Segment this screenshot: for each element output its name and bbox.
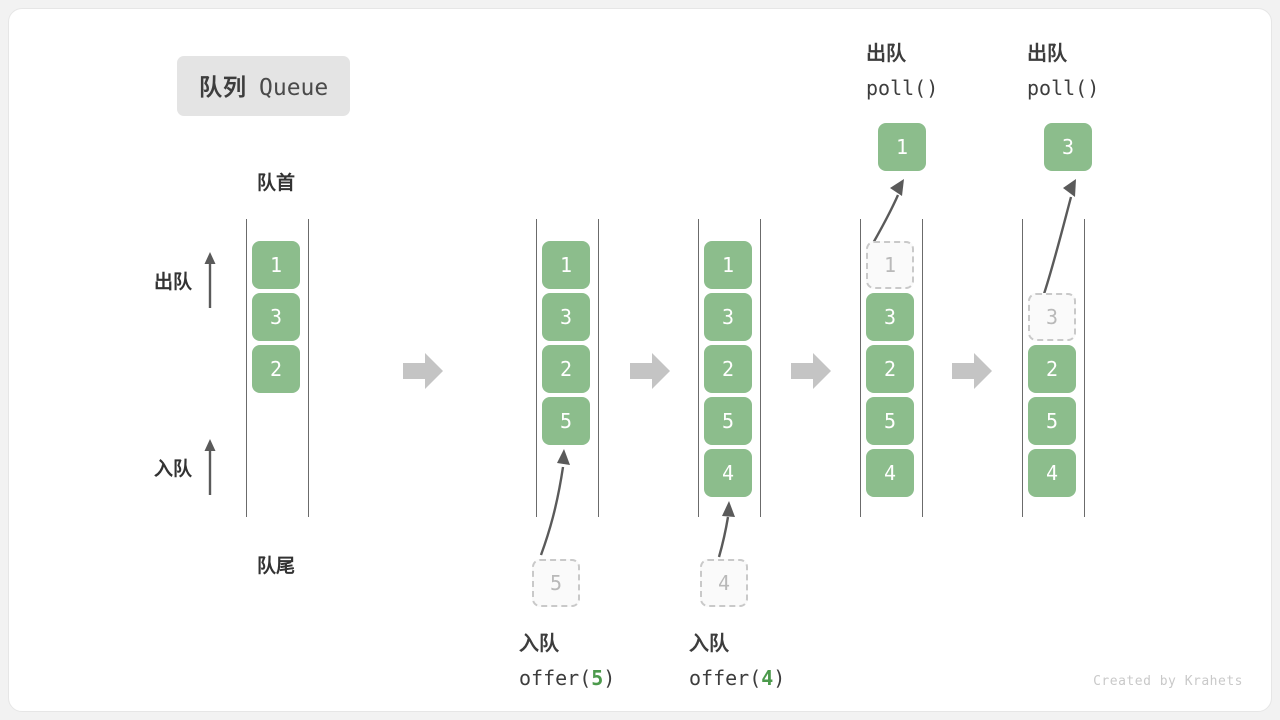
queue-item: 5	[866, 397, 914, 445]
queue-item: 1	[252, 241, 300, 289]
code-suffix: )	[1087, 76, 1100, 100]
enqueue-up-arrow-icon	[204, 439, 216, 495]
operation-caption-code: offer(4)	[689, 663, 785, 693]
rail-left-col1	[246, 219, 247, 517]
rail-left-col3	[698, 219, 699, 517]
enqueue-direction-label: 入队	[154, 439, 216, 495]
code-prefix: poll(	[1027, 76, 1088, 100]
operation-caption-code: offer(5)	[519, 663, 615, 693]
queue-item: 5	[704, 397, 752, 445]
code-prefix: poll(	[866, 76, 927, 100]
operation-caption-poll-3: 出队 poll()	[1027, 39, 1099, 103]
queue-item: 2	[866, 345, 914, 393]
dequeue-label-text: 出队	[154, 271, 193, 293]
queue-item-ghost: 1	[866, 241, 914, 289]
queue-item: 3	[704, 293, 752, 341]
incoming-ghost-item: 4	[700, 559, 748, 607]
queue-item: 1	[704, 241, 752, 289]
enqueue-label-text: 入队	[154, 458, 193, 480]
step-arrow-icon	[791, 353, 831, 389]
queue-item: 2	[704, 345, 752, 393]
queue-item: 3	[252, 293, 300, 341]
enqueue-motion-arrow-icon	[539, 449, 570, 556]
operation-caption-cn: 出队	[866, 43, 906, 65]
dequeue-motion-arrow-icon	[870, 179, 904, 246]
rail-right-col1	[308, 219, 309, 517]
rail-right-col4	[922, 219, 923, 517]
outgoing-item: 3	[1044, 123, 1092, 171]
outgoing-item: 1	[878, 123, 926, 171]
credit-text: Created by Krahets	[1093, 674, 1243, 689]
queue-item: 2	[252, 345, 300, 393]
code-suffix: )	[773, 666, 786, 690]
diagram-canvas: 队列 Queue 队首 队尾 出队 入队 1 3 2 1 3 2 5 5	[8, 8, 1272, 712]
step-arrow-icon	[630, 353, 670, 389]
code-num: 5	[591, 666, 604, 690]
operation-caption-poll-1: 出队 poll()	[866, 39, 938, 103]
queue-item: 2	[542, 345, 590, 393]
enqueue-motion-arrow-icon	[717, 501, 735, 558]
step-arrow-icon	[952, 353, 992, 389]
rail-right-col2	[598, 219, 599, 517]
code-num: 4	[761, 666, 774, 690]
diagram-title-badge: 队列 Queue	[177, 56, 351, 116]
operation-caption-cn: 入队	[689, 633, 729, 655]
operation-caption-offer-4: 入队 offer(4)	[689, 629, 785, 693]
title-en: Queue	[259, 75, 329, 101]
queue-item: 1	[542, 241, 590, 289]
rail-left-col2	[536, 219, 537, 517]
queue-item: 4	[1028, 449, 1076, 497]
queue-front-label: 队首	[256, 173, 295, 194]
code-prefix: offer(	[689, 666, 762, 690]
dequeue-direction-label: 出队	[154, 252, 216, 308]
queue-rear-label: 队尾	[256, 556, 295, 577]
operation-caption-code: poll()	[866, 73, 938, 103]
code-prefix: offer(	[519, 666, 592, 690]
queue-item: 2	[1028, 345, 1076, 393]
queue-item: 5	[1028, 397, 1076, 445]
queue-item: 5	[542, 397, 590, 445]
rail-left-col5	[1022, 219, 1023, 517]
rail-left-col4	[860, 219, 861, 517]
dequeue-motion-arrow-icon	[1041, 179, 1076, 298]
operation-caption-cn: 出队	[1027, 43, 1067, 65]
queue-item: 4	[866, 449, 914, 497]
rail-right-col3	[760, 219, 761, 517]
step-arrow-icon	[403, 353, 443, 389]
code-suffix: )	[603, 666, 616, 690]
queue-item: 3	[542, 293, 590, 341]
code-suffix: )	[926, 76, 939, 100]
dequeue-up-arrow-icon	[204, 252, 216, 308]
queue-item: 3	[866, 293, 914, 341]
operation-caption-code: poll()	[1027, 73, 1099, 103]
title-cn: 队列	[199, 74, 247, 100]
operation-caption-offer-5: 入队 offer(5)	[519, 629, 615, 693]
incoming-ghost-item: 5	[532, 559, 580, 607]
operation-caption-cn: 入队	[519, 633, 559, 655]
queue-item: 4	[704, 449, 752, 497]
queue-item-ghost: 3	[1028, 293, 1076, 341]
rail-right-col5	[1084, 219, 1085, 517]
